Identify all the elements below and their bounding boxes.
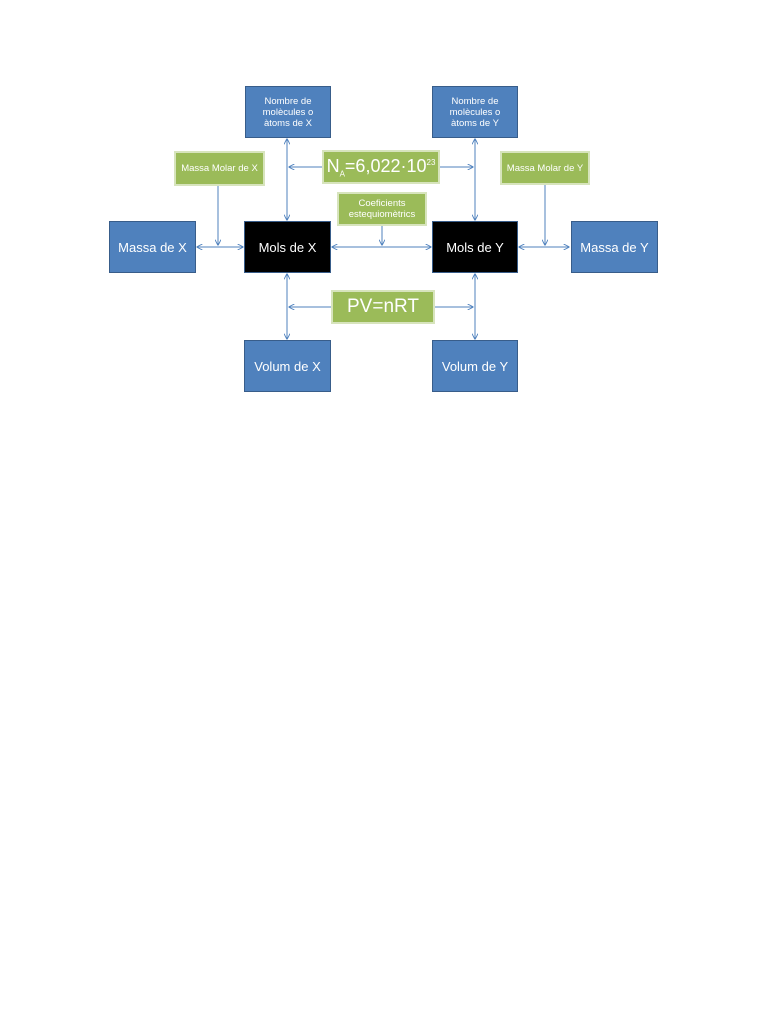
stoich-label: Coeficients estequiomètrics [348,198,416,220]
avogadro-box: NA=6,022·1023 [322,150,440,184]
avogadro-equation: NA=6,022·1023 [327,156,436,179]
mols-x-label: Mols de X [258,239,317,255]
volume-y-label: Volum de Y [441,358,509,374]
mass-y-label: Massa de Y [580,239,649,255]
molecules-y-label: Nombre de molècules o àtoms de Y [449,95,501,129]
volume-x-label: Volum de X [254,358,321,374]
avogadro-exponent: 23 [426,157,436,167]
mols-x-box: Mols de X [244,221,331,273]
molar-mass-x-box: Massa Molar de X [174,151,265,186]
molar-mass-y-box: Massa Molar de Y [500,151,590,185]
avogadro-base: N [326,155,340,176]
molecules-x-box: Nombre de molècules o àtoms de X [245,86,331,138]
molecules-x-label: Nombre de molècules o àtoms de X [262,95,314,129]
molar-mass-x-label: Massa Molar de X [181,163,258,174]
mols-y-box: Mols de Y [432,221,518,273]
stoich-box: Coeficients estequiomètrics [337,192,427,226]
mols-y-label: Mols de Y [446,239,504,255]
gas-law-equation: PV=nRT [347,296,419,317]
mass-x-label: Massa de X [118,239,187,255]
mass-x-box: Massa de X [109,221,196,273]
molecules-y-box: Nombre de molècules o àtoms de Y [432,86,518,138]
avogadro-mid: =6,022·10 [344,155,427,176]
mass-y-box: Massa de Y [571,221,658,273]
gas-law-box: PV=nRT [331,290,435,324]
volume-y-box: Volum de Y [432,340,518,392]
molar-mass-y-label: Massa Molar de Y [506,162,584,174]
avogadro-subscript: A [339,169,345,179]
volume-x-box: Volum de X [244,340,331,392]
